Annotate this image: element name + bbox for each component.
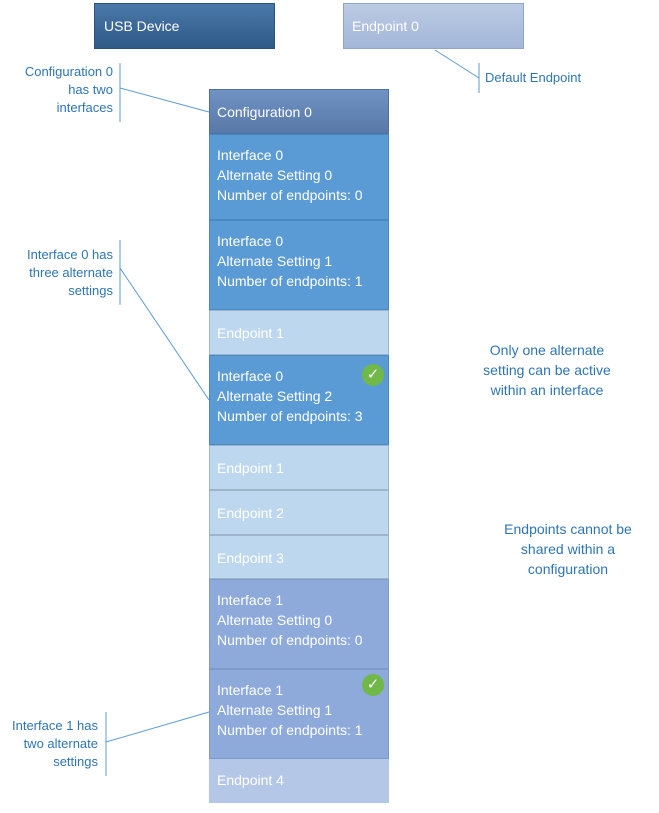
config-note-connector — [119, 87, 210, 113]
check-circle-icon: ✓ — [362, 674, 384, 696]
endpoint3-box: Endpoint 3 — [209, 535, 389, 579]
note-line: has two — [68, 82, 113, 97]
endpoint-label: Endpoint 3 — [217, 550, 284, 566]
note-line: interfaces — [56, 100, 113, 115]
default-endpoint-note: Default Endpoint — [485, 69, 581, 87]
note-line: Endpoints cannot be — [504, 521, 632, 537]
alternate-setting: Alternate Setting 0 — [217, 167, 333, 183]
default-endpoint-connector — [434, 49, 480, 79]
endpoint-label: Endpoint 2 — [217, 505, 284, 521]
alternate-setting: Alternate Setting 1 — [217, 702, 333, 718]
interface0-alt1-box: Interface 0 Alternate Setting 1 Number o… — [209, 220, 389, 310]
endpoints-shared-note: Endpoints cannot be shared within a conf… — [483, 519, 653, 579]
endpoint0-label: Endpoint 0 — [352, 18, 419, 34]
endpoint2-box: Endpoint 2 — [209, 490, 389, 535]
note-line: configuration — [527, 561, 609, 577]
endpoint-label: Endpoint 4 — [217, 772, 284, 788]
endpoint-label: Endpoint 1 — [217, 460, 284, 476]
note-line: Interface 0 has — [27, 247, 113, 262]
configuration-box: Configuration 0 — [209, 89, 389, 134]
note-line: two alternate — [23, 736, 98, 751]
configuration-label: Configuration 0 — [217, 104, 312, 120]
check-circle-icon: ✓ — [362, 364, 384, 386]
interface1-alt1-box: Interface 1 Alternate Setting 1 Number o… — [209, 669, 389, 759]
note-line: Interface 1 has — [12, 718, 98, 733]
note-line: settings — [68, 283, 113, 298]
interface-name: Interface 0 — [217, 233, 284, 249]
interface-name: Interface 1 — [217, 592, 284, 608]
endpoint1-box: Endpoint 1 — [209, 445, 389, 490]
interface-name: Interface 0 — [217, 368, 284, 384]
note-line: settings — [53, 754, 98, 769]
alternate-setting: Alternate Setting 1 — [217, 253, 333, 269]
endpoint-count: Number of endpoints: 1 — [217, 722, 363, 738]
iface1-note-connector — [105, 711, 210, 743]
default-endpoint-text: Default Endpoint — [485, 70, 582, 85]
interface-name: Interface 0 — [217, 147, 284, 163]
interface1-alt0-box: Interface 1 Alternate Setting 0 Number o… — [209, 579, 389, 669]
interface0-alt2-box: Interface 0 Alternate Setting 2 Number o… — [209, 355, 389, 445]
note-line: Only one alternate — [489, 342, 605, 358]
endpoint-count: Number of endpoints: 0 — [217, 632, 363, 648]
alternate-setting: Alternate Setting 2 — [217, 388, 333, 404]
note-line: within an interface — [490, 382, 604, 398]
alternate-active-note: Only one alternate setting can be active… — [462, 340, 632, 400]
alternate-setting: Alternate Setting 0 — [217, 612, 333, 628]
endpoint1-box: Endpoint 1 — [209, 310, 389, 355]
interface-name: Interface 1 — [217, 682, 284, 698]
interface0-note: Interface 0 has three alternate settings — [4, 246, 113, 300]
iface0-note-connector — [119, 267, 210, 401]
usb-device-box: USB Device — [94, 3, 275, 49]
interface0-alt0-box: Interface 0 Alternate Setting 0 Number o… — [209, 134, 389, 220]
note-line: shared within a — [520, 541, 616, 557]
config-note: Configuration 0 has two interfaces — [4, 63, 113, 117]
note-line: Configuration 0 — [24, 64, 113, 79]
usb-device-label: USB Device — [104, 18, 180, 34]
note-line: three alternate — [29, 265, 113, 280]
endpoint-label: Endpoint 1 — [217, 325, 284, 341]
endpoint4-box: Endpoint 4 — [209, 759, 389, 803]
note-line: setting can be active — [483, 362, 611, 378]
endpoint-count: Number of endpoints: 0 — [217, 187, 363, 203]
endpoint-count: Number of endpoints: 1 — [217, 273, 363, 289]
endpoint-count: Number of endpoints: 3 — [217, 408, 363, 424]
endpoint0-box: Endpoint 0 — [343, 3, 524, 49]
interface1-note: Interface 1 has two alternate settings — [0, 717, 98, 771]
